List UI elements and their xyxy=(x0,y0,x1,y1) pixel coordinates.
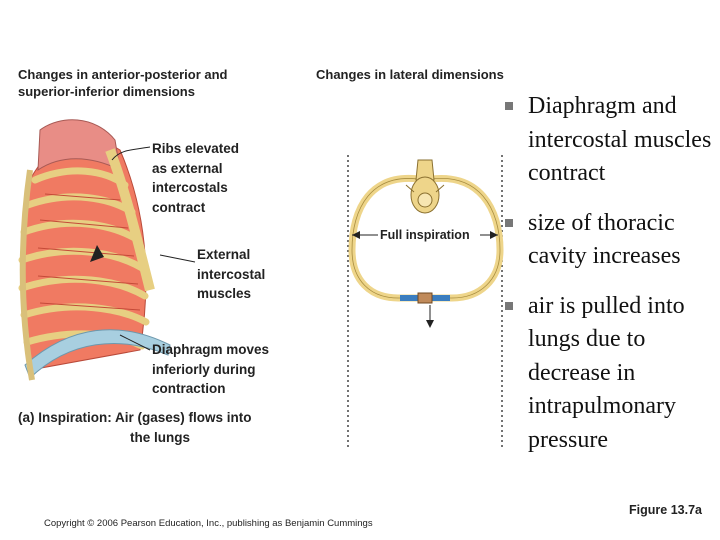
bullet-text: Diaphragm and intercostal muscles contra… xyxy=(528,93,712,186)
sternum-cross-section xyxy=(417,292,433,304)
anterior-posterior-header: Changes in anterior-posterior and superi… xyxy=(18,66,227,100)
rib-cage-illustration xyxy=(18,119,171,381)
pointer-lines xyxy=(90,146,196,351)
figure-reference: Figure 13.7a xyxy=(629,503,702,517)
lateral-view-diagram xyxy=(347,155,504,450)
diaphragm-label: Diaphragm moves inferiorly during contra… xyxy=(152,340,269,399)
rib-motion-arrowhead xyxy=(90,245,104,262)
external-intercostal-line-1: External xyxy=(197,247,251,262)
ribs-pointer xyxy=(111,146,151,161)
bullet-square-icon xyxy=(505,301,513,310)
ribs-label-line-4: contract xyxy=(152,199,206,215)
ribs-label-line-2: as external xyxy=(152,160,223,176)
header-line-1: Changes in anterior-posterior and xyxy=(18,67,228,82)
caption-line-1: (a) Inspiration: Air (gases) flows into xyxy=(18,410,252,425)
external-intercostal-pointer xyxy=(159,254,196,263)
inspiration-arrowhead-left xyxy=(352,231,360,239)
header-line-2: superior-inferior dimensions xyxy=(18,84,195,99)
figure-caption: (a) Inspiration: Air (gases) flows into … xyxy=(18,408,252,447)
ribs-label-line-1: Ribs elevated xyxy=(152,141,240,156)
bullet-item: air is pulled into lungs due to decrease… xyxy=(503,290,718,458)
bullet-text: air is pulled into lungs due to decrease… xyxy=(528,292,685,453)
bullet-list: Diaphragm and intercostal muscles contra… xyxy=(503,90,718,473)
lateral-header: Changes in lateral dimensions xyxy=(316,67,504,82)
diaphragm-label-line-1: Diaphragm moves xyxy=(152,342,270,357)
external-intercostal-label: External intercostal muscles xyxy=(197,245,265,304)
diaphragm-pointer xyxy=(119,334,151,351)
sternum xyxy=(105,148,155,292)
downward-arrowhead xyxy=(426,320,434,328)
bullet-item: Diaphragm and intercostal muscles contra… xyxy=(503,90,718,191)
bullet-square-icon xyxy=(505,102,513,110)
external-intercostal-line-2: intercostal xyxy=(197,266,266,282)
caption-line-2: the lungs xyxy=(130,429,190,445)
bullet-text: size of thoracic cavity increases xyxy=(528,209,681,270)
vertebra xyxy=(405,159,445,214)
diaphragm-label-line-2: inferiorly during xyxy=(152,361,256,377)
bullet-square-icon xyxy=(505,218,513,227)
ribs-label: Ribs elevated as external intercostals c… xyxy=(152,139,239,217)
ribs-label-line-3: intercostals xyxy=(152,180,228,195)
inspiration-arrowhead-right xyxy=(490,231,498,239)
diaphragm-label-line-3: contraction xyxy=(152,381,226,396)
external-intercostal-line-3: muscles xyxy=(197,286,252,301)
intercostal-strips xyxy=(37,193,141,311)
full-inspiration-label: Full inspiration xyxy=(380,228,470,242)
bullet-item: size of thoracic cavity increases xyxy=(503,207,718,274)
copyright-notice: Copyright © 2006 Pearson Education, Inc.… xyxy=(44,518,373,529)
spine xyxy=(19,169,35,381)
